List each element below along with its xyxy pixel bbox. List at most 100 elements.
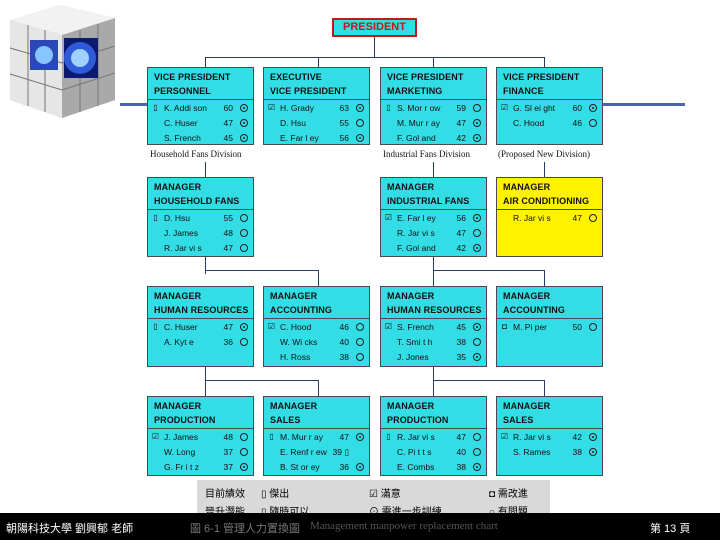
needs-training-icon bbox=[356, 134, 364, 142]
box-title-line2: ACCOUNTING bbox=[270, 305, 332, 315]
candidate-name: S. French bbox=[397, 322, 434, 332]
questionable-icon bbox=[240, 448, 248, 456]
candidate-name: A. Kyt e bbox=[164, 337, 194, 347]
box-title-line1: MANAGER bbox=[154, 401, 202, 411]
connector bbox=[433, 270, 544, 271]
candidate-age: 38 bbox=[456, 337, 466, 347]
candidate-age: 46 bbox=[339, 322, 349, 332]
questionable-icon bbox=[356, 338, 364, 346]
connector bbox=[544, 162, 545, 177]
box-title-line2: INDUSTRIAL FANS bbox=[387, 196, 470, 206]
box-title-line2: SALES bbox=[270, 415, 301, 425]
candidate-name: W. Long bbox=[164, 447, 196, 457]
candidate-age: 35 bbox=[456, 352, 466, 362]
legend-current-perf: 目前績效 bbox=[205, 489, 245, 500]
performance-mark: ☑ bbox=[384, 213, 393, 222]
questionable-icon bbox=[589, 214, 597, 222]
performance-mark: ☑ bbox=[267, 322, 276, 331]
candidate-name: T. Smi t h bbox=[397, 337, 433, 347]
box-title-line2: FINANCE bbox=[503, 86, 544, 96]
candidate-name: J. James bbox=[164, 228, 199, 238]
candidate-name: E. Far l ey bbox=[397, 213, 436, 223]
president-box: PRESIDENT bbox=[332, 18, 417, 37]
candidate-age: 63 bbox=[339, 103, 349, 113]
performance-mark: ▯ bbox=[386, 432, 391, 441]
box-title-line2: PRODUCTION bbox=[387, 415, 449, 425]
candidate-name: D. Hsu bbox=[164, 213, 190, 223]
candidate-age: 36 bbox=[223, 337, 233, 347]
candidate-row: A. Kyt e 36 bbox=[148, 337, 253, 350]
box-divider bbox=[381, 99, 486, 100]
needs-training-icon bbox=[356, 104, 364, 112]
accent-line-left bbox=[120, 103, 147, 106]
needs-training-icon bbox=[356, 433, 364, 441]
box-title-line1: VICE PRESIDENT bbox=[154, 72, 231, 82]
candidate-name: H. Ross bbox=[280, 352, 311, 362]
candidate-age: 47 bbox=[456, 432, 466, 442]
box-title-line2: MARKETING bbox=[387, 86, 443, 96]
candidate-row: J. James 48 bbox=[148, 228, 253, 241]
questionable-icon bbox=[240, 433, 248, 441]
needs-training-icon bbox=[240, 323, 248, 331]
box-title-line2: HUMAN RESOURCES bbox=[387, 305, 482, 315]
candidate-age: 56 bbox=[339, 133, 349, 143]
candidate-row: ☑ E. Far l ey 56 bbox=[381, 213, 486, 226]
candidate-age: 56 bbox=[456, 213, 466, 223]
needs-training-icon bbox=[240, 134, 248, 142]
box-title-line1: MANAGER bbox=[503, 182, 551, 192]
candidate-age: 50 bbox=[572, 322, 582, 332]
connector bbox=[318, 380, 319, 396]
candidate-name: C. Hood bbox=[280, 322, 312, 332]
performance-mark: ☑ bbox=[500, 103, 509, 112]
connector bbox=[205, 366, 206, 396]
box-title-line2: HUMAN RESOURCES bbox=[154, 305, 249, 315]
performance-mark: ▯ bbox=[269, 432, 274, 441]
box-divider bbox=[381, 428, 486, 429]
candidate-row: T. Smi t h 38 bbox=[381, 337, 486, 350]
performance-mark: ☑ bbox=[267, 103, 276, 112]
performance-mark: ☑ bbox=[500, 432, 509, 441]
connector bbox=[433, 380, 544, 381]
questionable-icon bbox=[356, 119, 364, 127]
box-title-line1: MANAGER bbox=[503, 291, 551, 301]
candidate-name: E. Renf r ew bbox=[280, 447, 327, 457]
connector bbox=[205, 380, 318, 381]
candidate-age: 48 bbox=[223, 228, 233, 238]
performance-mark: ▯ bbox=[386, 103, 391, 112]
candidate-name: S. Rames bbox=[513, 447, 551, 457]
division-caption-household: Household Fans Division bbox=[150, 149, 242, 159]
candidate-name: H. Grady bbox=[280, 103, 315, 113]
footer-author: 朝陽科技大學 劉興郁 老師 bbox=[6, 523, 134, 535]
box-divider bbox=[148, 318, 253, 319]
performance-mark: ☑ bbox=[384, 322, 393, 331]
candidate-name: G. Sl ei ght bbox=[513, 103, 556, 113]
needs-training-icon bbox=[589, 433, 597, 441]
needs-training-icon bbox=[589, 104, 597, 112]
candidate-age: 46 bbox=[572, 118, 582, 128]
performance-mark: ▯ bbox=[153, 213, 158, 222]
division-caption-proposed: (Proposed New Division) bbox=[498, 149, 590, 159]
connector bbox=[374, 37, 375, 57]
box-divider bbox=[148, 428, 253, 429]
candidate-name: C. Huser bbox=[164, 118, 198, 128]
legend-needs-training: ⊙ 需進一步訓練 bbox=[369, 503, 442, 518]
candidate-age: 42 bbox=[456, 133, 466, 143]
candidate-age: 55 bbox=[223, 213, 233, 223]
needs-training-icon bbox=[240, 119, 248, 127]
